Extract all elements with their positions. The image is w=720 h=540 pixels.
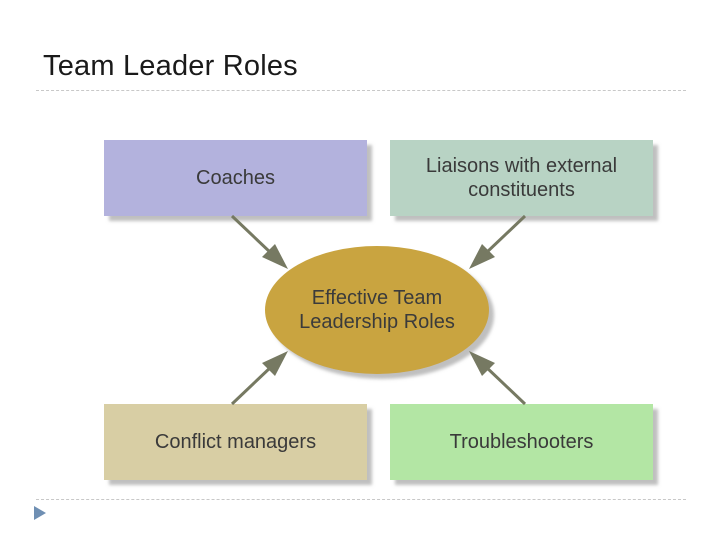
arrow-troubleshooters-to-center [469,351,527,406]
troubleshooters-box [390,404,653,480]
liaisons-box [390,140,653,216]
title-divider [36,90,686,91]
footer-divider [36,499,686,500]
center-ellipse [265,246,489,374]
next-slide-arrow-icon[interactable] [33,505,47,521]
center-label: Effective Team Leadership Roles [299,286,455,333]
conflict-managers-box [104,404,367,480]
arrow-coaches-to-center [230,214,288,269]
arrow-liaisons-to-center [469,214,527,269]
coaches-label: Coaches [196,166,275,189]
slide-title: Team Leader Roles [43,50,298,82]
conflict-managers-label: Conflict managers [154,430,317,453]
arrow-conflict-to-center [230,351,288,406]
arrows [230,214,527,406]
liaisons-label: Liaisons with external constituents [425,154,618,201]
troubleshooters-label: Troubleshooters [449,430,594,453]
coaches-box [104,140,367,216]
